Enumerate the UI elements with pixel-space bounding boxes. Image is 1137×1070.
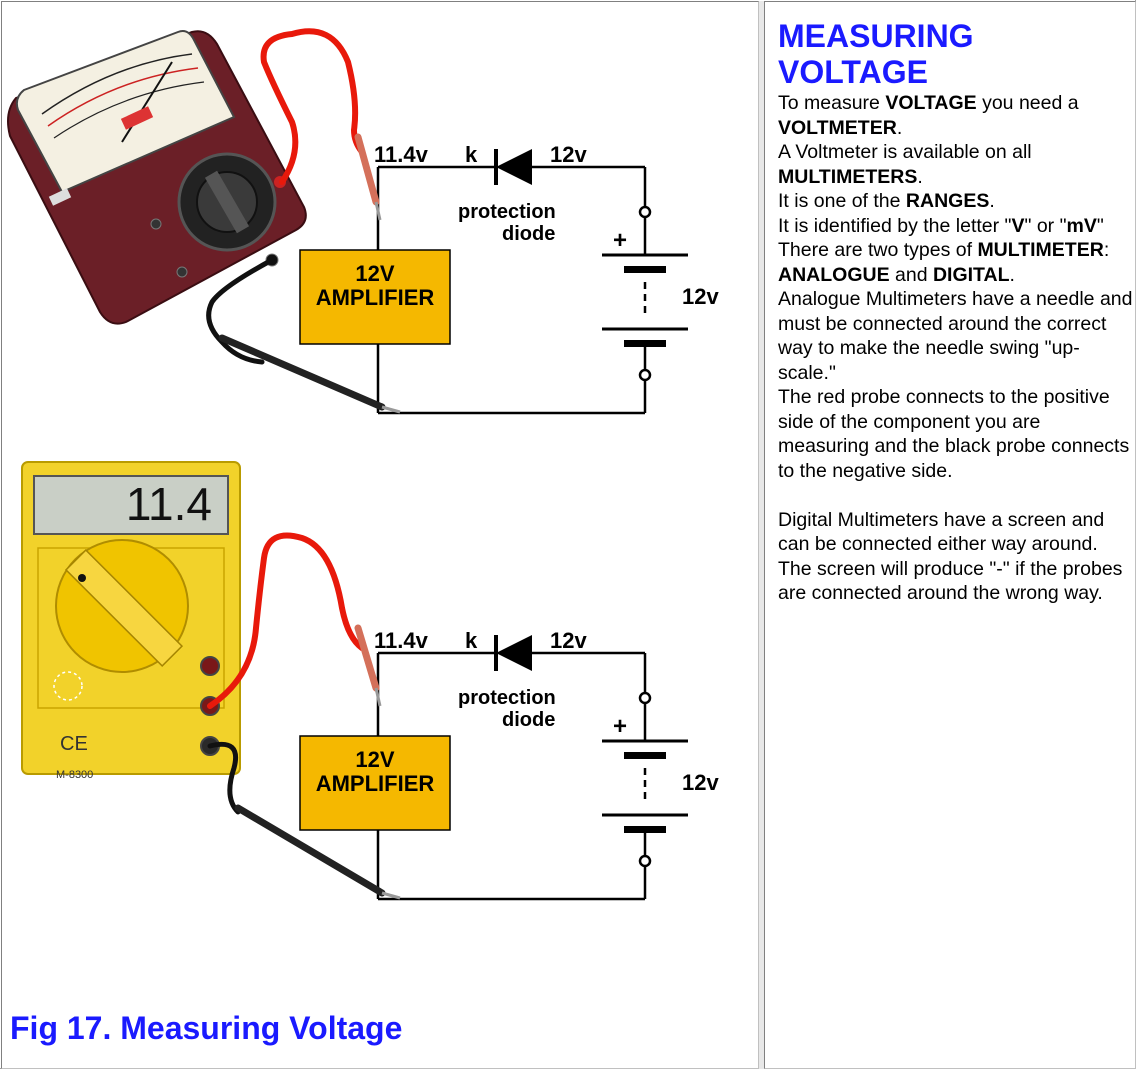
page-title-line1: MEASURING <box>778 18 974 54</box>
text-span: " or " <box>1024 214 1067 237</box>
figure-illustration: CE <box>7 28 690 901</box>
text-span: you need a <box>976 92 1079 114</box>
voltage-left-label: 11.4v <box>374 142 429 167</box>
figure-labels: 11.4v k 12v protection diode + 12v 12V A… <box>56 142 720 796</box>
text-span: To measure <box>778 92 886 114</box>
voltage-right-label: 12v <box>550 628 587 653</box>
text-span: There are two types of <box>778 239 978 261</box>
paragraph-identified: It is identified by the letter "V" or "m… <box>778 214 1133 239</box>
text-span: It is one of the <box>778 190 906 212</box>
amplifier-label-line2: AMPLIFIER <box>316 771 435 796</box>
voltage-left-label: 11.4v <box>374 628 429 653</box>
black-lead <box>206 257 275 365</box>
diode-label: diode <box>502 223 555 245</box>
paragraph-multimeters: A Voltmeter is available on all MULTIMET… <box>778 140 1133 189</box>
battery-voltage-label: 12v <box>682 284 719 309</box>
top-circuit <box>7 28 690 415</box>
page-title: MEASURING VOLTAGE <box>778 18 1118 90</box>
paragraph-digital-screen: Digital Multimeters have a screen and ca… <box>778 508 1123 605</box>
page-title-line2: VOLTAGE <box>778 54 928 90</box>
keyword-multimeter: MULTIMETER <box>977 239 1104 261</box>
figure-caption: Fig 17. Measuring Voltage <box>10 1010 403 1046</box>
bottom-circuit: CE <box>21 461 690 901</box>
protection-label: protection <box>458 201 556 223</box>
digital-multimeter: CE <box>21 461 241 775</box>
cathode-label: k <box>465 628 478 653</box>
paragraph-analogue-digital: ANALOGUE and DIGITAL. <box>778 263 1133 288</box>
amplifier-label-line2: AMPLIFIER <box>316 285 435 310</box>
figure-cell <box>1 1 759 1069</box>
protection-label: protection <box>458 687 556 709</box>
paragraph-probes: The red probe connects to the positive s… <box>778 386 1130 482</box>
voltage-right-label: 12v <box>550 142 587 167</box>
text-span: . <box>1009 263 1015 286</box>
digital-display-reading: 11.4 <box>126 478 212 530</box>
keyword-voltmeter: VOLTMETER <box>778 116 897 139</box>
paragraph-analogue-needle: Analogue Multimeters have a needle and m… <box>778 288 1133 384</box>
text-span: : <box>1103 239 1110 261</box>
text-span: and <box>889 263 933 286</box>
text-span: A Voltmeter is available on all <box>778 141 1032 163</box>
paragraph-voltmeter: To measure VOLTAGE you need a VOLTMETER. <box>778 91 1133 140</box>
keyword-mv: mV <box>1066 214 1097 237</box>
keyword-digital: DIGITAL <box>932 263 1010 286</box>
text-span: It is identified by the letter " <box>778 214 1012 237</box>
keyword-ranges: RANGES <box>905 190 990 212</box>
keyword-v: V <box>1011 214 1025 237</box>
keyword-multimeters: MULTIMETERS <box>778 165 918 188</box>
text-span: . <box>917 165 923 188</box>
digital-model-label: M-8300 <box>56 769 93 781</box>
amplifier-label-line1: 12V <box>355 747 394 772</box>
keyword-analogue: ANALOGUE <box>778 263 890 286</box>
diode-label: diode <box>502 709 555 731</box>
black-lead <box>207 741 241 815</box>
svg-text:CE: CE <box>60 733 88 755</box>
body-text: To measure VOLTAGE you need a VOLTMETER.… <box>778 91 1133 606</box>
amplifier-label-line1: 12V <box>355 261 394 286</box>
red-lead <box>207 532 365 709</box>
text-cell <box>764 1 1136 1069</box>
analogue-multimeter <box>7 30 307 325</box>
spacer <box>778 483 1133 508</box>
text-span: . <box>896 116 903 139</box>
plus-label: + <box>613 713 627 740</box>
battery-voltage-label: 12v <box>682 770 719 795</box>
top-circuit-labels: 11.4v k 12v protection diode + 12v 12V A… <box>316 142 720 310</box>
cathode-label: k <box>465 142 478 167</box>
bottom-circuit-labels: 11.4v k 12v protection diode + 12v 12V A… <box>56 478 719 796</box>
paragraph-two-types: There are two types of MULTIMETER: <box>778 238 1133 263</box>
cell-gap <box>759 1 764 1069</box>
text-span: . <box>989 190 995 212</box>
plus-label: + <box>613 227 627 254</box>
text-span: " <box>1096 214 1104 237</box>
keyword-voltage: VOLTAGE <box>885 92 977 114</box>
red-lead <box>260 28 365 185</box>
paragraph-ranges: It is one of the RANGES. <box>778 189 1133 214</box>
